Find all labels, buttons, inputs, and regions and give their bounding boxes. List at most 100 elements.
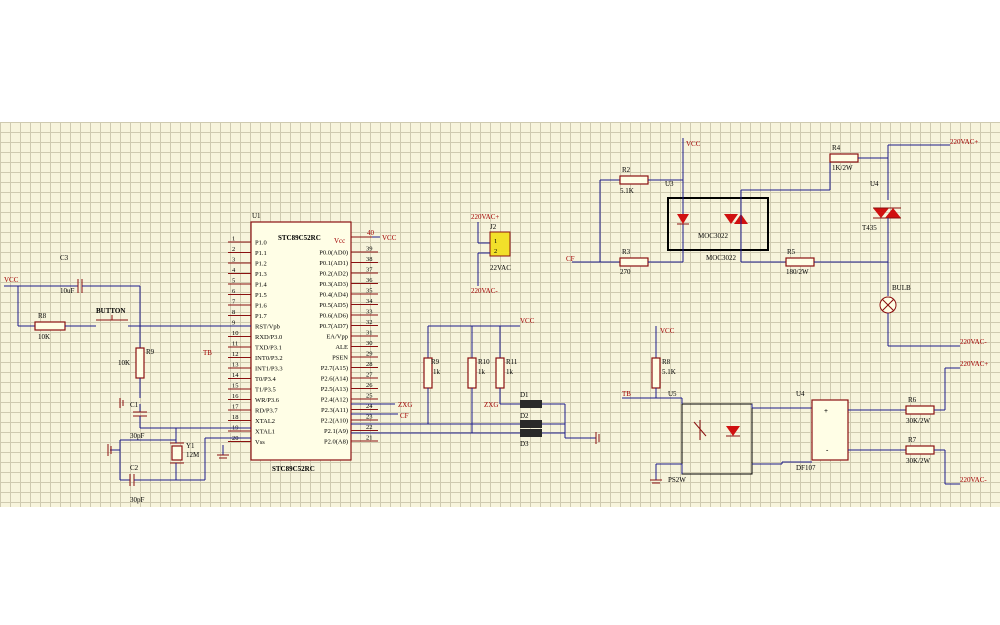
r7-resistor — [905, 445, 935, 455]
mcu-pin-num: 6 — [232, 288, 236, 295]
led-d2: D2 — [520, 412, 542, 428]
mcu-pin-name: P2.2(A10) — [321, 418, 348, 425]
indicator-circuit: ZXG CF VCC R9 1k R10 1k R11 1k ZXG D1 D2 — [351, 317, 600, 448]
c1-val: 30pF — [130, 432, 145, 440]
mcu-pin-name: P0.1(AD1) — [319, 260, 348, 267]
mcu-pin-num: 34 — [366, 298, 373, 305]
mcu-pin-name: P2.4(A12) — [321, 397, 348, 404]
mcu-pin-num: 26 — [366, 382, 373, 389]
mcu-u1: U1 STC89C52RC STC89C52RC 1P1.02P1.13P1.2… — [228, 212, 397, 473]
y1-val: 12M — [186, 451, 200, 459]
r7-val: 30K/2W — [906, 457, 931, 465]
mcu-pin-name: P0.3(AD3) — [319, 281, 348, 288]
r3-ref: R3 — [622, 248, 631, 256]
r10-ref: R10 — [478, 358, 490, 366]
bridge-minus: - — [826, 446, 829, 454]
mcu-pin-name: P0.2(AD2) — [319, 271, 348, 278]
mcu-vcc-label: VCC — [382, 234, 397, 242]
bridge-plus: + — [824, 407, 828, 415]
mcu-pin-name: P2.7(A15) — [321, 365, 348, 372]
mcu-pin-name: INT0/P3.2 — [255, 355, 283, 362]
mcu-vcc-pin-name: Vcc — [334, 237, 345, 245]
mcu-pin-num: 36 — [366, 277, 373, 284]
mcu-pin-name: XTAL1 — [255, 429, 275, 436]
j2-pin2: 2 — [494, 248, 497, 255]
triac-icon — [885, 208, 901, 218]
mcu-pin-name: RST/Vpb — [255, 324, 280, 331]
mcu-pin-name: XTAL2 — [255, 418, 275, 425]
moc-label-outer: MOC3022 — [706, 254, 736, 262]
r6-resistor — [905, 405, 935, 415]
mcu-pin-num: 25 — [366, 393, 373, 400]
ac-plus-bottom: 220VAC+ — [960, 360, 988, 368]
vcc-moc-label: VCC — [686, 140, 701, 148]
led-d3: D3 — [520, 429, 542, 448]
mcu-pin-num: 21 — [366, 435, 373, 442]
j2-ref: J2 — [490, 223, 497, 231]
c2-ref: C2 — [130, 464, 139, 472]
mcu-pin-num: 33 — [366, 309, 373, 316]
vcc-res-label: VCC — [520, 317, 535, 325]
opto-led-icon — [726, 426, 740, 436]
mcu-pin-name: RD/P3.7 — [255, 408, 278, 415]
mcu-pin-num: 2 — [232, 246, 235, 253]
mcu-pin-name: P2.6(A14) — [321, 376, 348, 383]
mcu-pin-name: P1.7 — [255, 313, 267, 320]
r4-val: 1K/2W — [832, 164, 853, 172]
zxg-label-2: ZXG — [484, 401, 498, 409]
r11-ref: R11 — [506, 358, 518, 366]
mcu-pin-num: 9 — [232, 320, 235, 327]
j2-pin1: 1 — [494, 238, 497, 245]
d1-ref: D1 — [520, 391, 529, 399]
r8b-resistor — [651, 357, 661, 389]
mcu-right-pins: 39P0.0(AD0)38P0.1(AD1)37P0.2(AD2)36P0.3(… — [319, 246, 378, 446]
triac-icon — [873, 208, 889, 218]
mcu-pin-num: 3 — [232, 257, 235, 264]
mcu-pin-num: 16 — [232, 393, 239, 400]
d3-ref: D3 — [520, 440, 529, 448]
mcu-pin-name: P2.3(A11) — [321, 407, 348, 414]
mcu-pin-num: 18 — [232, 414, 239, 421]
tb-label-mcu: TB — [203, 349, 212, 357]
mcu-pin-num: 10 — [232, 330, 239, 337]
r4-resistor — [829, 153, 859, 163]
c3-ref: C3 — [60, 254, 69, 262]
moc3022-body — [667, 197, 769, 251]
reset-circuit: VCC C3 10uF R8 10K BUTTON R9 10K C1 30pF — [4, 254, 251, 504]
tb-label: TB — [622, 390, 631, 398]
r8b-val: 5.1K — [662, 368, 676, 376]
mcu-left-pins: 1P1.02P1.13P1.24P1.35P1.46P1.57P1.68P1.7… — [228, 236, 283, 446]
mcu-pin-num: 17 — [232, 404, 239, 411]
mcu-pin-num: 8 — [232, 309, 235, 316]
r8b-ref: R8 — [662, 358, 671, 366]
y1-crystal — [171, 445, 183, 461]
mcu-pin-num: 28 — [366, 361, 373, 368]
r10-val: 1k — [478, 368, 486, 376]
r5-resistor — [785, 257, 815, 267]
mcu-pin-num: 12 — [232, 351, 239, 358]
mcu-pin-num: 39 — [366, 246, 373, 253]
mcu-pin-name: INT1/P3.3 — [255, 366, 283, 373]
mcu-pin-name: P0.6(AD6) — [319, 313, 348, 320]
cf-label: CF — [566, 255, 575, 263]
bulb-cross — [881, 298, 895, 312]
r11-resistor — [495, 357, 505, 389]
mcu-body — [250, 221, 352, 461]
mcu-pin-name: P1.3 — [255, 271, 267, 278]
moc-triac-icon — [724, 214, 738, 224]
mcu-pin-num: 24 — [366, 403, 373, 410]
bridge-body — [811, 399, 849, 461]
r9-val: 10K — [118, 359, 130, 367]
c3-val: 10uF — [60, 287, 75, 295]
led-d1: D1 — [520, 391, 542, 408]
cf-label-mcu: CF — [400, 412, 409, 420]
mcu-part-bottom: STC89C52RC — [272, 465, 315, 473]
mcu-pin-num: 29 — [366, 351, 373, 358]
bridge-val: DF107 — [796, 464, 816, 472]
j2-ac-minus: 220VAC- — [471, 287, 498, 295]
mcu-pin-num: 27 — [366, 372, 373, 379]
mcu-pin-num: 38 — [366, 256, 373, 263]
y1-ref: Y1 — [186, 442, 195, 450]
mcu-pin-name: P0.5(AD5) — [319, 302, 348, 309]
mcu-pin-num: 7 — [232, 299, 236, 306]
